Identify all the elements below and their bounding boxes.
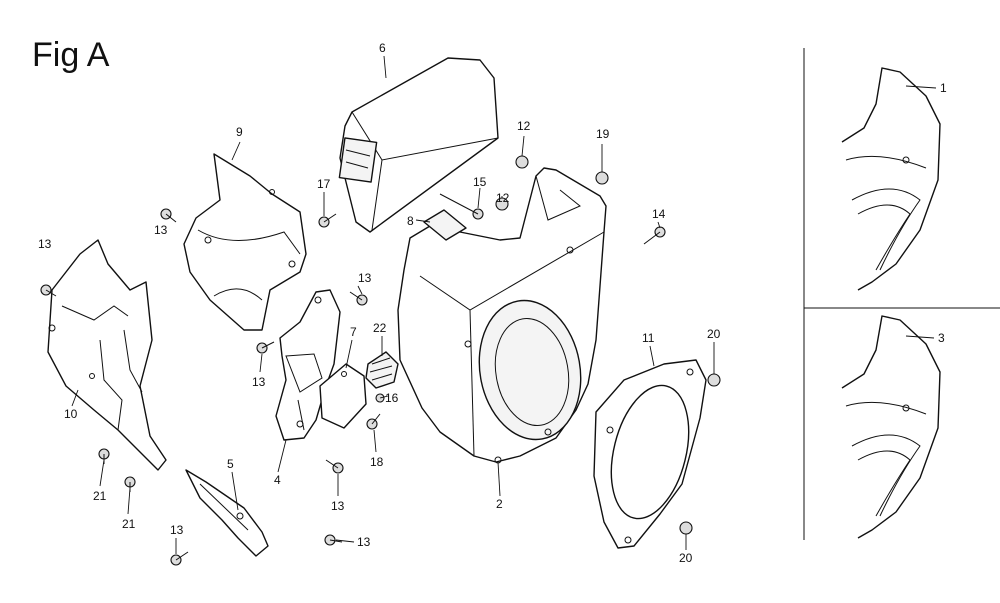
- part-6-top-cover: [338, 57, 499, 233]
- callout-17: 17: [317, 177, 331, 191]
- bolt-17: [318, 213, 337, 228]
- callout-6: 6: [379, 41, 386, 55]
- callout-16: 16: [385, 391, 399, 405]
- part-22-grommet: [365, 351, 399, 389]
- bolt-18: [366, 413, 381, 430]
- callout-8: 8: [407, 214, 414, 228]
- callout-4: 4: [274, 473, 281, 487]
- part-8-clip: [423, 209, 467, 241]
- part-5-guard: [185, 469, 269, 557]
- nut-20-bottom: [679, 521, 693, 535]
- nut-20-top: [707, 373, 721, 387]
- callout-13-guard: 13: [170, 523, 184, 537]
- callout-21-a: 21: [93, 489, 107, 503]
- callout-7: 7: [350, 325, 357, 339]
- inset-housing-variant-3: [841, 315, 941, 539]
- figure-title: Fig A: [32, 36, 110, 74]
- callout-5: 5: [227, 457, 234, 471]
- callout-12-top: 12: [517, 119, 531, 133]
- callout-14: 14: [652, 207, 666, 221]
- callout-13-lower: 13: [331, 499, 345, 513]
- bolt-13-bottom: [324, 534, 343, 546]
- bolt-15: [439, 193, 484, 220]
- nut-12-top: [515, 155, 529, 169]
- callout-20-top: 20: [707, 327, 721, 341]
- callout-labels: 6 9 12 19 17 15 12 13 13 8 14 13 7 22 11…: [38, 41, 947, 565]
- callout-11: 11: [642, 331, 655, 345]
- bolt-13-guard: [170, 551, 189, 566]
- callout-13-left: 13: [38, 237, 52, 251]
- callout-20-bottom: 20: [679, 551, 693, 565]
- part-2-fan-housing: [397, 167, 607, 464]
- callout-13-bracket: 13: [252, 375, 266, 389]
- callout-9: 9: [236, 125, 243, 139]
- part-11-recoil-ring: [593, 359, 707, 549]
- bolt-14: [643, 226, 666, 245]
- bolt-13-bracket: [256, 341, 275, 354]
- inset-housing-variant-1: [841, 67, 941, 291]
- bolt-21-a: [98, 448, 110, 464]
- bolt-13-upper: [160, 208, 177, 223]
- callout-13-mid: 13: [358, 271, 372, 285]
- bolt-13-lower: [325, 459, 344, 474]
- callout-12-mid: 12: [496, 191, 510, 205]
- callout-21-b: 21: [122, 517, 136, 531]
- callout-15: 15: [473, 175, 487, 189]
- callout-13-upper: 13: [154, 223, 168, 237]
- callout-3: 3: [938, 331, 945, 345]
- bolt-13-left-top: [40, 284, 57, 297]
- callout-19: 19: [596, 127, 610, 141]
- part-9-upper-baffle: [183, 153, 307, 331]
- leader-lines: [71, 55, 937, 554]
- callout-1: 1: [940, 81, 947, 95]
- nut-19: [595, 171, 609, 185]
- bolt-13-mid: [349, 291, 368, 306]
- callout-10: 10: [64, 407, 78, 421]
- callout-13-bottom: 13: [357, 535, 371, 549]
- part-10-side-shroud: [47, 239, 167, 471]
- part-7-plate: [319, 363, 367, 429]
- callout-18: 18: [370, 455, 384, 469]
- callout-2: 2: [496, 497, 503, 511]
- callout-22: 22: [373, 321, 387, 335]
